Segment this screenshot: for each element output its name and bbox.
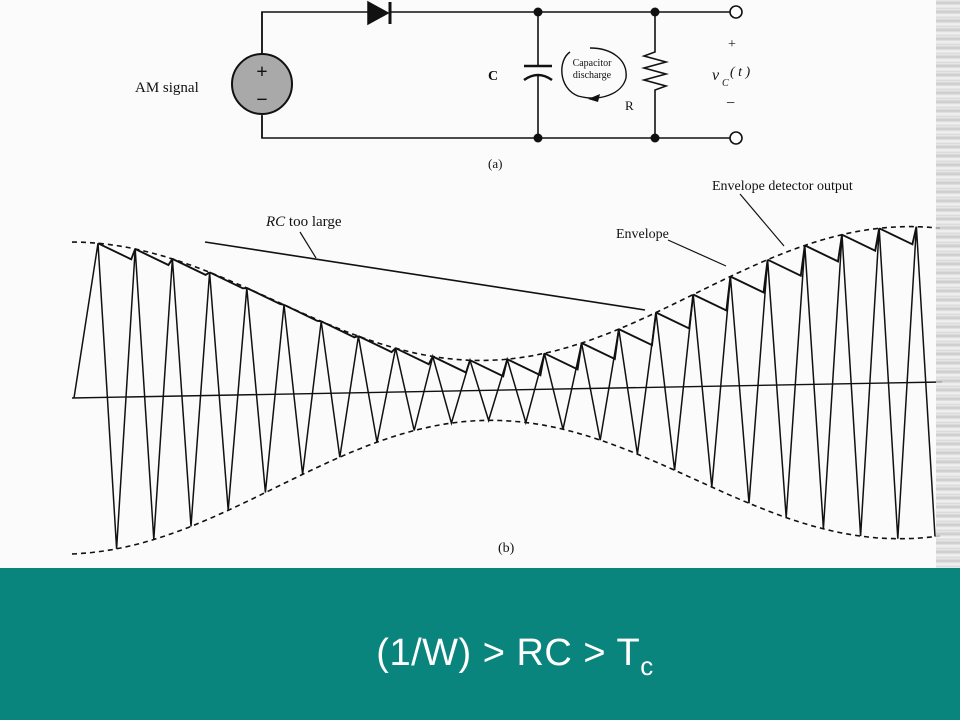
figure-svg: + − AM signal C Capacitor discharge R + … (71, 0, 943, 556)
output-terminal-bottom (729, 131, 743, 145)
caption-b: (b) (498, 541, 515, 556)
resistor-label: R (625, 98, 634, 113)
envelope-label: Envelope (616, 227, 669, 242)
source-label: AM signal (135, 80, 199, 96)
output-arg: ( t ) (730, 65, 751, 80)
detector-output (97, 226, 918, 378)
capacitor-label: C (488, 69, 498, 84)
envelope-bottom (71, 419, 941, 555)
output-minus: − (726, 95, 735, 112)
scan-edge (936, 0, 960, 568)
wire-bottom (261, 116, 730, 139)
output-label: v (712, 67, 720, 84)
output-plus: + (728, 37, 736, 52)
source-plus: + (256, 61, 267, 83)
formula-main: (1/W) > RC > T (376, 632, 641, 674)
formula-banner (0, 568, 960, 720)
formula: (1/W) > RC > Tc (0, 632, 960, 681)
caption-a: (a) (488, 156, 502, 171)
envelope-top (72, 225, 941, 362)
formula-subscript: c (640, 651, 654, 681)
rc-label: RC too large (265, 214, 342, 230)
source-minus: − (256, 89, 267, 111)
output-terminal-top (729, 5, 743, 19)
discharge-arrow-icon (561, 47, 627, 102)
resistor-icon (640, 12, 670, 138)
rc-pointer (299, 231, 317, 259)
detector-pointer (739, 193, 785, 247)
circuit-diagram: + − AM signal C Capacitor discharge R + … (135, 0, 751, 171)
rc-label-rest: too large (285, 214, 342, 230)
discharge-label-line1: Capacitor (573, 58, 613, 69)
waveform-diagram: RC too large Envelope Envelope detector … (71, 179, 943, 556)
diode (367, 0, 392, 26)
figure-area: + − AM signal C Capacitor discharge R + … (71, 0, 960, 568)
envelope-pointer (667, 239, 727, 267)
carrier-wave (73, 226, 936, 549)
capacitor-icon (523, 12, 553, 138)
rc-too-large-line (204, 241, 646, 311)
time-axis (71, 381, 943, 399)
detector-label: Envelope detector output (712, 179, 853, 194)
output-sub: C (722, 78, 729, 89)
rc-label-rc: RC (265, 214, 286, 230)
discharge-label-line2: discharge (573, 70, 612, 81)
